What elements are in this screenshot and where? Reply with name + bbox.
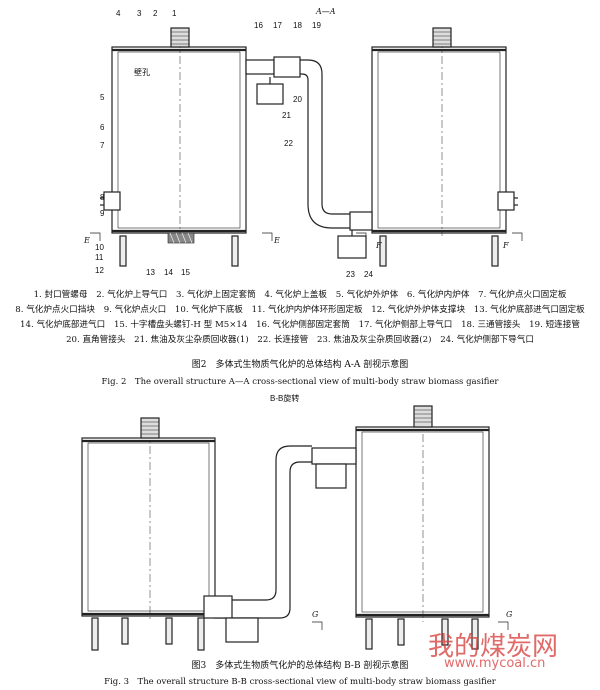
fig2-legend: 1. 封口管螺母 2. 气化炉上导气口 3. 气化炉上固定套筒 4. 气化炉上盖… xyxy=(4,288,596,348)
callout-3: 3 xyxy=(137,9,142,18)
callout-12: 12 xyxy=(95,266,104,275)
callout-22: 22 xyxy=(284,139,293,148)
callout-8: 8 xyxy=(100,193,105,202)
fig2-mark-f-right: F xyxy=(502,241,509,250)
legend-item: 24. 气化炉侧部下导气口 xyxy=(440,335,534,345)
legend-item: 7. 气化炉点火口固定板 xyxy=(478,290,567,300)
fig2-tee-joint xyxy=(273,56,301,78)
legend-row-4: 20. 直角管接头 21. 焦油及灰尘杂质回收器(1) 22. 长连接管 23.… xyxy=(4,333,596,348)
legend-item: 22. 长连接管 xyxy=(257,335,309,345)
callout-21: 21 xyxy=(282,111,291,120)
legend-item: 2. 气化炉上导气口 xyxy=(96,290,168,300)
fig2-label-wall-hole: 壁孔 xyxy=(134,67,150,77)
fig3-right-body xyxy=(355,426,490,618)
legend-item: 21. 焦油及灰尘杂质回收器(1) xyxy=(134,335,249,345)
fig2-left-top-nut xyxy=(170,27,190,48)
fig3-right-top-nut xyxy=(413,405,433,428)
callout-14: 14 xyxy=(164,268,173,277)
callout-19: 19 xyxy=(312,21,321,30)
callout-5: 5 xyxy=(100,93,105,102)
callout-1: 1 xyxy=(172,9,177,18)
legend-item: 8. 气化炉点火口挡块 xyxy=(15,305,95,315)
legend-item: 23. 焦油及灰尘杂质回收器(2) xyxy=(316,335,432,345)
legend-item: 1. 封口管螺母 xyxy=(33,290,88,300)
fig2-section-title: A—A xyxy=(315,7,336,16)
legend-item: 15. 十字槽盘头螺钉-H 型 M5×14 xyxy=(113,320,248,330)
fig2-collector-1 xyxy=(256,83,284,105)
fig2-bottom-inlet xyxy=(167,232,195,244)
fig3-left-top-nut xyxy=(140,417,160,439)
legend-item: 4. 气化炉上盖板 xyxy=(264,290,327,300)
callout-6: 6 xyxy=(100,123,105,132)
fig3-mark-g-right: G xyxy=(506,610,513,619)
legend-item: 11. 气化炉内炉体环形固定板 xyxy=(251,305,363,315)
callout-15: 15 xyxy=(181,268,190,277)
fig2-right-top-nut xyxy=(432,27,452,48)
fig3-long-pipe xyxy=(214,445,312,601)
fig3-caption-cn: 图3 多体式生物质气化炉的总体结构 B-B 剖视示意图 xyxy=(191,661,409,671)
legend-item: 17. 气化炉侧部上导气口 xyxy=(358,320,453,330)
callout-9: 9 xyxy=(100,209,105,218)
watermark-url: www.mycoal.cn xyxy=(444,656,546,671)
legend-item: 16. 气化炉侧部固定套筒 xyxy=(256,320,350,330)
fig2-caption-en: Fig. 2 The overall structure A—A cross-s… xyxy=(101,377,499,387)
legend-item: 6. 气化炉内炉体 xyxy=(406,290,470,300)
callout-11: 11 xyxy=(95,253,104,262)
fig2-left-ignition-port xyxy=(103,191,121,211)
fig2-left-outer-body xyxy=(111,46,247,234)
watermark-title: 我的煤炭网 xyxy=(428,632,559,662)
legend-item: 10. 气化炉下底板 xyxy=(174,305,243,315)
callout-16: 16 xyxy=(254,21,263,30)
fig3-collector-lower xyxy=(225,617,259,643)
fig2-caption-cn: 图2 多体式生物质气化炉的总体结构 A-A 剖视示意图 xyxy=(191,360,409,370)
legend-item: 12. 气化炉外炉体支撑块 xyxy=(371,305,466,315)
callout-23: 23 xyxy=(346,270,355,279)
callout-13: 13 xyxy=(146,268,155,277)
legend-item: 14. 气化炉底部进气口 xyxy=(20,320,106,330)
legend-row-2: 8. 气化炉点火口挡块 9. 气化炉点火口 10. 气化炉下底板 11. 气化炉… xyxy=(4,303,596,318)
fig3-upper-fitting xyxy=(311,447,357,465)
fig2-long-pipe xyxy=(300,59,358,215)
legend-item: 19. 短连接管 xyxy=(529,320,580,330)
legend-item: 18. 三通管接头 xyxy=(461,320,521,330)
fig2-mark-e-right: E xyxy=(273,236,280,245)
legend-row-3: 14. 气化炉底部进气口 15. 十字槽盘头螺钉-H 型 M5×14 16. 气… xyxy=(4,318,596,333)
fig2-mark-e-left: E xyxy=(83,236,90,245)
fig3-left-body xyxy=(81,437,216,617)
fig2-callouts: 1 2 3 4 5 6 7 8 9 10 11 12 13 14 15 16 1… xyxy=(95,9,373,279)
legend-item: 9. 气化炉点火口 xyxy=(103,305,167,315)
fig2-collector-2 xyxy=(337,235,367,259)
fig3-mark-g-left: G xyxy=(312,610,319,619)
callout-24: 24 xyxy=(364,270,373,279)
fig2-lower-elbow xyxy=(349,211,373,231)
fig2-upper-sleeve xyxy=(245,59,275,75)
fig2-mark-f-left: F xyxy=(375,241,382,250)
legend-item: 13. 气化炉底部进气口固定板 xyxy=(473,305,585,315)
fig3-lower-fitting xyxy=(203,595,233,619)
callout-2: 2 xyxy=(153,9,158,18)
callout-18: 18 xyxy=(293,21,302,30)
legend-item: 20. 直角管接头 xyxy=(66,335,126,345)
legend-row-1: 1. 封口管螺母 2. 气化炉上导气口 3. 气化炉上固定套筒 4. 气化炉上盖… xyxy=(4,288,596,303)
fig2-right-outer-body xyxy=(371,46,507,234)
callout-7: 7 xyxy=(100,141,105,150)
fig3-collector-upper xyxy=(315,463,347,489)
fig3-section-title: B-B旋转 xyxy=(270,393,299,403)
legend-item: 5. 气化炉外炉体 xyxy=(335,290,399,300)
callout-10: 10 xyxy=(95,243,104,252)
fig3-drawing xyxy=(81,405,509,651)
fig2-drawing xyxy=(90,27,523,267)
fig3-caption-en: Fig. 3 The overall structure B-B cross-s… xyxy=(104,677,496,687)
callout-20: 20 xyxy=(293,95,302,104)
callout-4: 4 xyxy=(116,9,121,18)
callout-17: 17 xyxy=(273,21,282,30)
fig2-left-inner-body xyxy=(117,51,241,229)
fig2-left-leg xyxy=(119,235,127,267)
legend-item: 3. 气化炉上固定套筒 xyxy=(176,290,256,300)
